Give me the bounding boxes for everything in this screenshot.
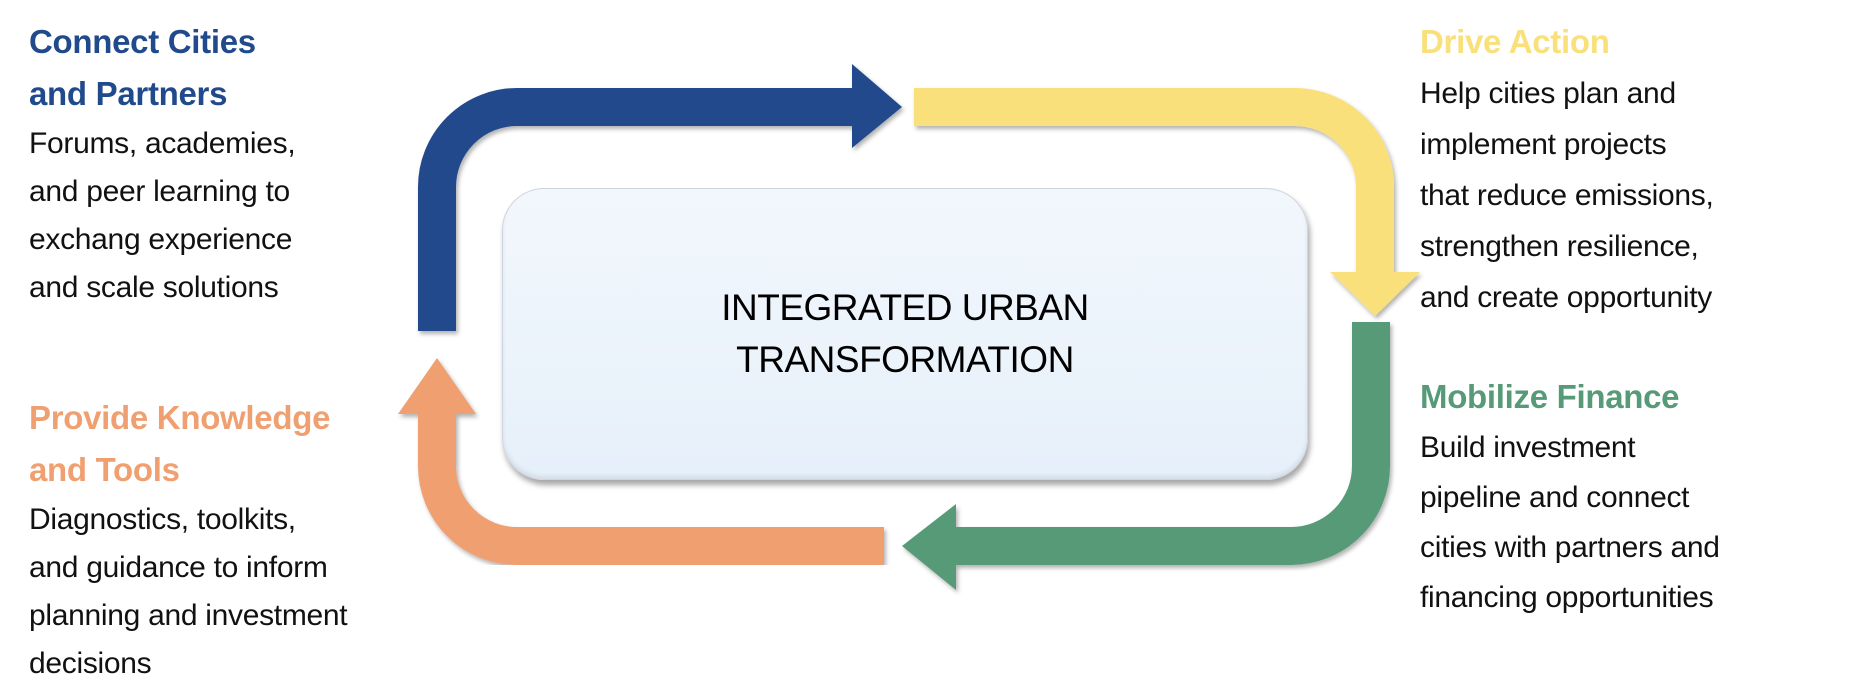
heading-line: Connect Cities: [29, 23, 256, 60]
yellow-arrow: [914, 88, 1420, 316]
heading-line: Provide Knowledge: [29, 399, 331, 436]
body-line: pipeline and connect: [1420, 481, 1690, 514]
body-line: and scale solutions: [29, 271, 279, 304]
finance-body: Build investment pipeline and connect ci…: [1420, 423, 1720, 623]
body-line: planning and investment: [29, 599, 348, 632]
knowledge-heading: Provide Knowledge and Tools: [29, 392, 347, 496]
body-line: Forums, academies,: [29, 127, 296, 160]
connect-block: Connect Cities and Partners Forums, acad…: [29, 16, 296, 312]
drive-block: Drive Action Help cities plan and implem…: [1420, 16, 1714, 323]
drive-heading: Drive Action: [1420, 16, 1714, 68]
body-line: Help cities plan and: [1420, 77, 1676, 110]
drive-body: Help cities plan and implement projects …: [1420, 68, 1714, 323]
knowledge-body: Diagnostics, toolkits, and guidance to i…: [29, 496, 348, 688]
body-line: implement projects: [1420, 128, 1667, 161]
center-title-line: TRANSFORMATION: [736, 339, 1074, 380]
body-line: that reduce emissions,: [1420, 179, 1714, 212]
connect-heading: Connect Cities and Partners: [29, 16, 295, 120]
knowledge-block: Provide Knowledge and Tools Diagnostics,…: [29, 392, 348, 688]
finance-block: Mobilize Finance Build investment pipeli…: [1420, 371, 1720, 623]
body-line: and guidance to inform: [29, 551, 328, 584]
body-line: exchang experience: [29, 223, 293, 256]
connect-body: Forums, academies, and peer learning to …: [29, 120, 296, 312]
body-line: Build investment: [1420, 431, 1636, 464]
center-box: INTEGRATED URBAN TRANSFORMATION: [502, 188, 1308, 480]
body-line: and create opportunity: [1420, 281, 1712, 314]
finance-heading: Mobilize Finance: [1420, 371, 1720, 423]
blue-arrow: [418, 64, 902, 331]
body-line: decisions: [29, 647, 152, 680]
heading-line: and Partners: [29, 75, 228, 112]
heading-line: Mobilize Finance: [1420, 378, 1680, 415]
body-line: financing opportunities: [1420, 581, 1714, 614]
orange-arrow: [398, 358, 884, 565]
body-line: and peer learning to: [29, 175, 290, 208]
heading-line: and Tools: [29, 451, 180, 488]
body-line: cities with partners and: [1420, 531, 1720, 564]
heading-line: Drive Action: [1420, 23, 1610, 60]
center-title-line: INTEGRATED URBAN: [721, 287, 1089, 328]
body-line: strengthen resilience,: [1420, 230, 1699, 263]
green-arrow: [902, 322, 1390, 590]
body-line: Diagnostics, toolkits,: [29, 503, 296, 536]
